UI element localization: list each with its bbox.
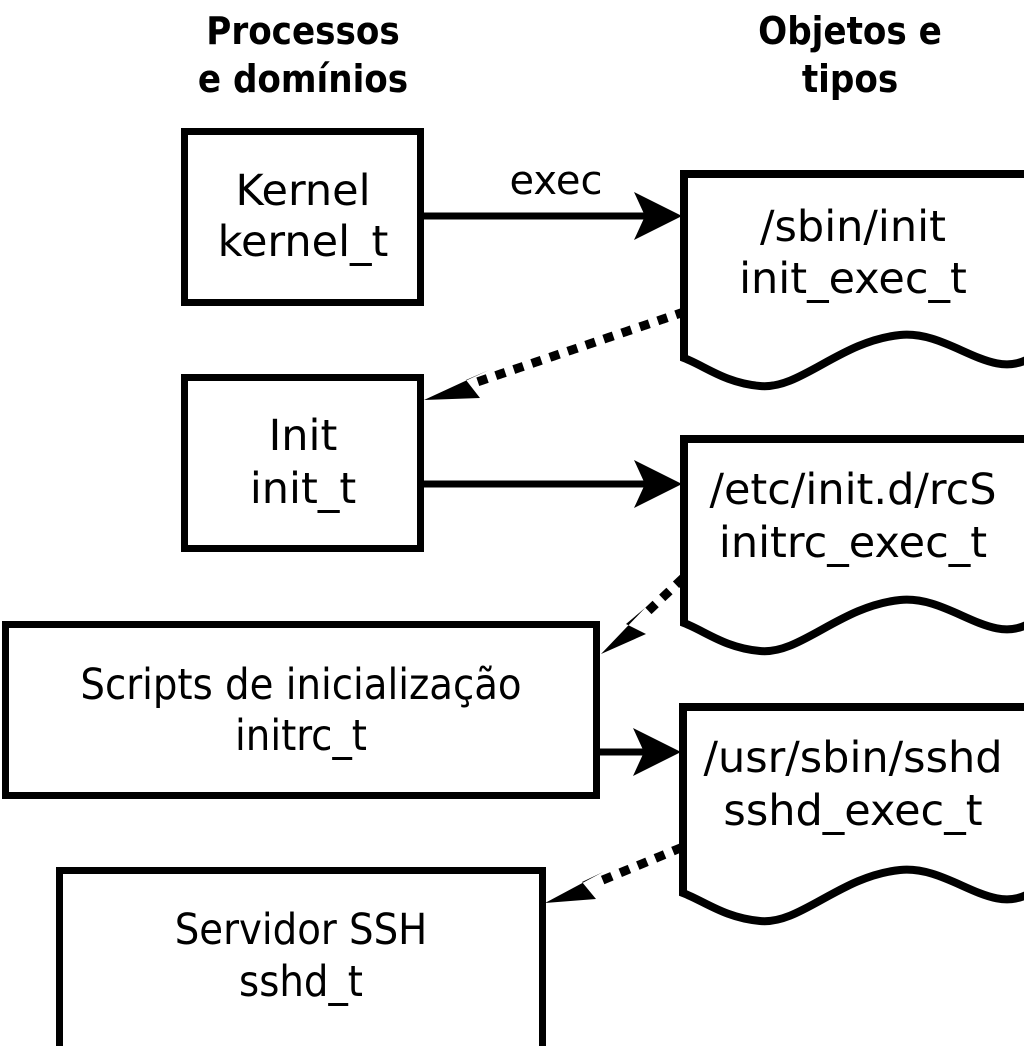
object-node-sshd-exec-line2: sshd_exec_t: [723, 786, 982, 836]
process-node-sshd[interactable]: Servidor SSH sshd_t: [56, 867, 546, 1046]
edge-init-to-initrc-exec-arrowhead: [634, 460, 682, 508]
object-node-sshd-exec[interactable]: /usr/sbin/sshd sshd_exec_t: [679, 703, 1024, 926]
process-node-sshd-line1: Servidor SSH: [175, 905, 428, 955]
edge-init-exec-to-init-arrowhead: [424, 370, 489, 400]
process-node-initrc-box: [2, 621, 600, 799]
edge-init-to-initrc-exec: [421, 460, 682, 508]
edge-kernel-to-init-exec: exec: [421, 158, 682, 240]
object-node-initrc-exec-shape: [680, 435, 1024, 656]
process-node-initrc-line1: Scripts de inicialização: [80, 660, 521, 710]
edge-initrc-exec-to-initrc-line: [636, 574, 687, 623]
edge-init-exec-to-init-line: [471, 307, 687, 388]
process-node-init-line2: init_t: [250, 464, 356, 514]
edge-initrc-exec-to-initrc: [601, 574, 687, 654]
column-header-right-line2: tipos: [802, 57, 898, 101]
process-node-init-box: [181, 374, 424, 552]
edge-kernel-to-init-exec-arrowhead: [634, 192, 682, 240]
object-node-init-exec-line1: /sbin/init: [760, 202, 946, 252]
process-node-init-line1: Init: [269, 411, 338, 461]
object-node-init-exec[interactable]: /sbin/init init_exec_t: [680, 170, 1024, 391]
edge-initrc-exec-to-initrc-arrowhead: [601, 608, 646, 654]
edge-initrc-to-sshd-exec-arrowhead: [633, 728, 681, 776]
column-header-left-line1: Processos: [206, 9, 399, 53]
process-node-init[interactable]: Init init_t: [181, 374, 424, 552]
process-node-kernel-line2: kernel_t: [218, 217, 389, 267]
object-node-sshd-exec-shape: [679, 703, 1024, 926]
process-node-kernel-box: [181, 128, 424, 306]
column-header-right-line1: Objetos e: [758, 9, 942, 53]
process-node-initrc-line2: initrc_t: [235, 711, 367, 761]
object-node-initrc-exec-line1: /etc/init.d/rcS: [709, 465, 996, 515]
process-node-kernel-line1: Kernel: [235, 166, 370, 216]
process-node-initrc[interactable]: Scripts de inicialização initrc_t: [2, 621, 600, 799]
process-node-kernel[interactable]: Kernel kernel_t: [181, 128, 424, 306]
edge-sshd-exec-to-sshd: [545, 843, 684, 903]
object-node-initrc-exec[interactable]: /etc/init.d/rcS initrc_exec_t: [680, 435, 1024, 656]
object-node-init-exec-line2: init_exec_t: [739, 254, 967, 304]
edge-sshd-exec-to-sshd-arrowhead: [545, 872, 603, 903]
object-node-sshd-exec-line1: /usr/sbin/sshd: [703, 733, 1002, 783]
process-node-sshd-box: [56, 867, 546, 1046]
object-node-init-exec-shape: [680, 170, 1024, 391]
edge-initrc-to-sshd-exec: [597, 728, 681, 776]
column-header-left-line2: e domínios: [198, 57, 408, 101]
object-node-initrc-exec-line2: initrc_exec_t: [719, 518, 987, 568]
edge-label-exec: exec: [510, 158, 603, 204]
edge-init-exec-to-init: [424, 307, 687, 400]
edge-sshd-exec-to-sshd-line: [587, 843, 684, 890]
process-node-sshd-line2: sshd_t: [239, 957, 363, 1007]
